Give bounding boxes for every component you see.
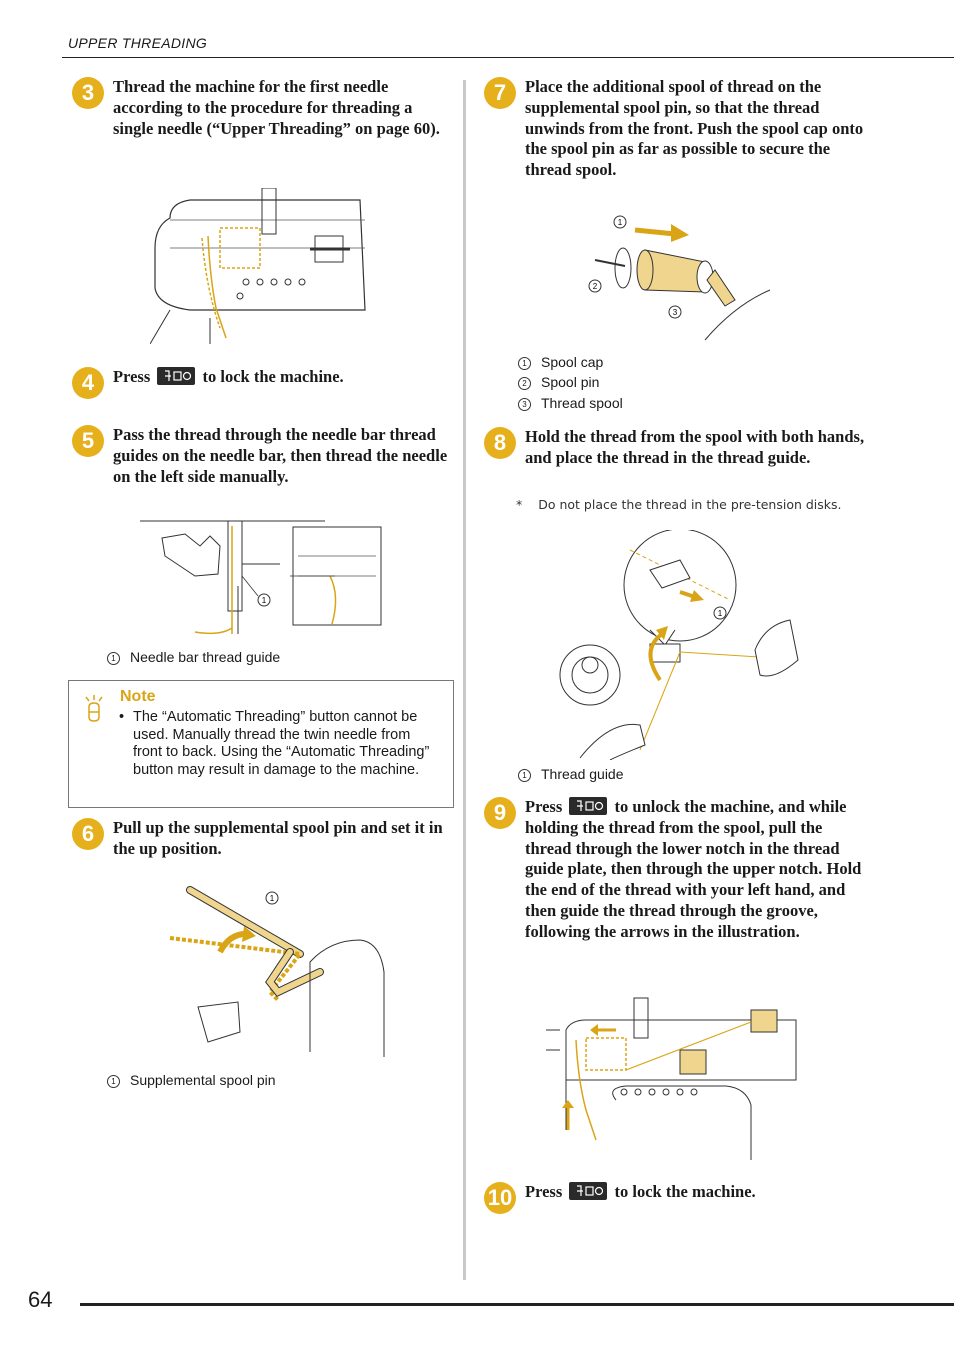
caption-label: Spool pin [541, 374, 600, 390]
step-10-badge: 10 [484, 1182, 516, 1214]
caption-label: Thread guide [541, 766, 624, 782]
needle-bar-caption: 1 Needle bar thread guide [107, 649, 280, 665]
page-number: 64 [28, 1287, 53, 1312]
footnote-text: Do not place the thread in the pre-tensi… [538, 497, 842, 512]
callout-number: 1 [262, 596, 267, 605]
machine-threading-illustration [150, 188, 366, 344]
spool-pin-caption: 2 Spool pin [518, 374, 599, 390]
step-7-badge: 7 [484, 77, 516, 109]
step-10-press: Press [525, 1182, 563, 1201]
caption-number: 2 [518, 377, 531, 390]
step-4-line: Press to lock the machine. [113, 367, 453, 388]
supplemental-spool-pin-illustration: 1 [169, 886, 385, 1057]
needle-lock-key-icon [157, 367, 196, 385]
note-bullet: • [119, 709, 125, 725]
step-9-text: Press to unlock the machine, and while h… [525, 797, 865, 943]
caption-label: Thread spool [541, 395, 623, 411]
caption-number: 1 [518, 769, 531, 782]
page-header-title: UPPER THREADING [68, 35, 208, 51]
note-title: Note [120, 688, 156, 705]
spool-cap-caption: 1 Spool cap [518, 354, 603, 370]
machine-unlock-threading-illustration [546, 997, 797, 1160]
header-rule [62, 57, 954, 58]
step-5-text: Pass the thread through the needle bar t… [113, 425, 448, 486]
caption-number: 1 [107, 1075, 120, 1088]
callout-number: 2 [593, 282, 598, 291]
step-9-press: Press [525, 797, 563, 816]
caption-number: 1 [518, 357, 531, 370]
step-10-line: Press to lock the machine. [525, 1182, 865, 1203]
step-9-suffix: to unlock the machine, and while holding… [525, 797, 862, 941]
footnote: * Do not place the thread in the pre-ten… [516, 497, 842, 512]
caption-label: Supplemental spool pin [130, 1072, 276, 1088]
step-7-text: Place the additional spool of thread on … [525, 77, 864, 180]
callout-number: 1 [270, 894, 275, 903]
step-9-badge: 9 [484, 797, 516, 829]
step-10-suffix: to lock the machine. [614, 1182, 756, 1201]
footnote-mark: * [516, 497, 523, 512]
note-icon [85, 695, 103, 722]
column-divider [463, 80, 466, 1280]
supplemental-spool-pin-caption: 1 Supplemental spool pin [107, 1072, 276, 1088]
caption-label: Needle bar thread guide [130, 649, 281, 665]
caption-number: 1 [107, 652, 120, 665]
step-6-badge: 6 [72, 818, 104, 850]
callout-number: 3 [673, 308, 678, 317]
step-3-badge: 3 [72, 77, 104, 109]
caption-number: 3 [518, 398, 531, 411]
callout-number: 1 [618, 218, 623, 227]
step-8-text: Hold the thread from the spool with both… [525, 427, 865, 467]
note-body: • The “Automatic Threading” button canno… [119, 709, 443, 779]
step-4-suffix: to lock the machine. [202, 367, 344, 386]
needle-lock-key-icon [569, 1182, 608, 1200]
thread-guide-caption: 1 Thread guide [518, 766, 624, 782]
thread-guide-illustration: 1 [559, 530, 799, 760]
thread-spool-caption: 3 Thread spool [518, 395, 623, 411]
step-6-text: Pull up the supplemental spool pin and s… [113, 818, 443, 858]
step-4-badge: 4 [72, 367, 104, 399]
caption-label: Spool cap [541, 354, 604, 370]
callout-number: 1 [718, 609, 723, 618]
step-5-badge: 5 [72, 425, 104, 457]
step-8-badge: 8 [484, 427, 516, 459]
spool-on-pin-illustration: 1 2 3 [588, 215, 771, 341]
needle-bar-illustration: 1 [140, 520, 382, 635]
footer-rule [80, 1303, 954, 1306]
note-box: Note • The “Automatic Threading” button … [68, 680, 454, 808]
needle-lock-key-icon [569, 797, 608, 815]
step-3-text: Thread the machine for the first needle … [113, 77, 440, 138]
note-text: The “Automatic Threading” button cannot … [133, 709, 430, 778]
step-4-press: Press [113, 367, 151, 386]
